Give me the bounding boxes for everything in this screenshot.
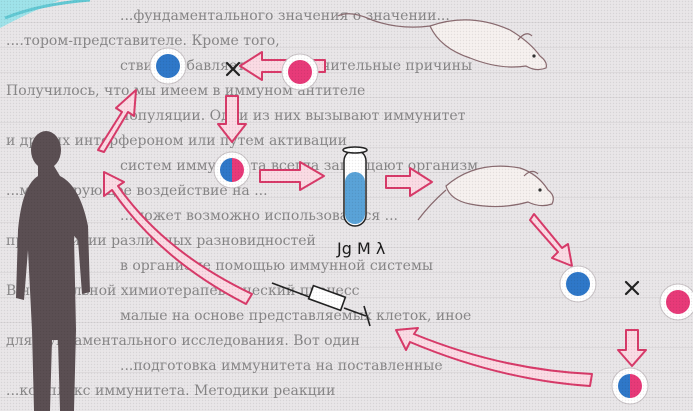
tube-label: Jg M λ	[337, 239, 385, 258]
